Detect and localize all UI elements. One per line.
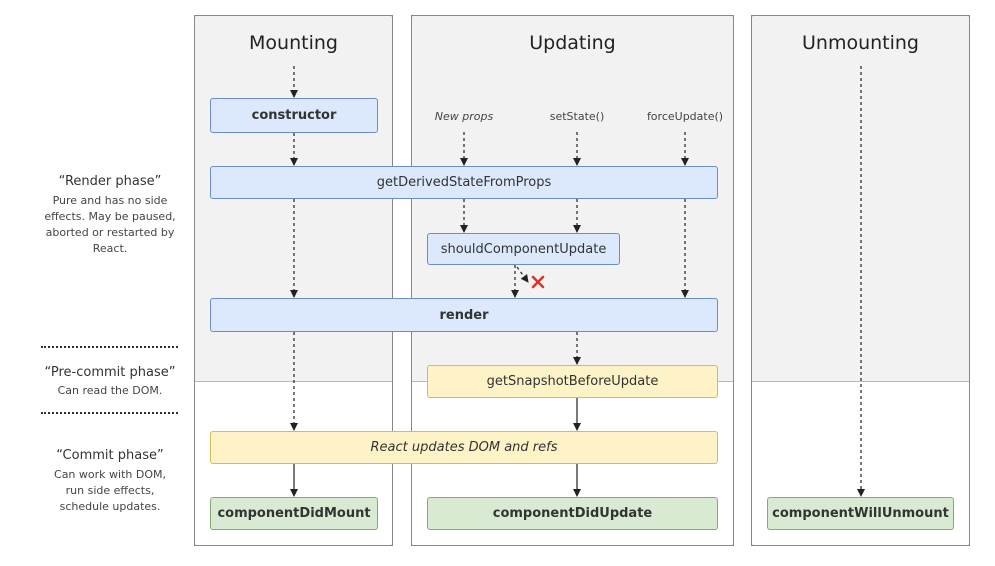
commit-phase-desc-line: run side effects, (65, 484, 155, 497)
render-phase-desc-line: Pure and has no side (52, 194, 168, 207)
precommit-commit-separator (41, 412, 178, 414)
should-component-update-node: shouldComponentUpdate (427, 233, 620, 265)
mounting-title: Mounting (249, 32, 338, 54)
unmounting-frame (751, 15, 970, 546)
commit-phase-label: “Commit phase” Can work with DOM, run si… (40, 448, 180, 515)
arrow-scu-cancel (516, 266, 529, 283)
constructor-node: constructor (210, 98, 378, 133)
updating-title: Updating (529, 32, 616, 54)
cancel-x-icon (531, 275, 545, 289)
precommit-phase-title: “Pre-commit phase” (44, 365, 176, 380)
mounting-frame (194, 15, 393, 546)
render-phase-label: “Render phase” Pure and has no side effe… (40, 174, 180, 257)
component-will-unmount-node: componentWillUnmount (767, 497, 954, 530)
component-did-mount-node: componentDidMount (210, 497, 378, 530)
react-updates-dom-node: React updates DOM and refs (210, 431, 718, 464)
render-phase-desc-line: effects. May be paused, (44, 210, 176, 223)
render-phase-title: “Render phase” (58, 174, 162, 189)
trigger-force-update: forceUpdate() (646, 110, 724, 123)
precommit-phase-desc-line: Can read the DOM. (57, 384, 163, 397)
updating-frame (411, 15, 734, 546)
commit-phase-desc-line: Can work with DOM, (54, 468, 166, 481)
render-precommit-separator (41, 346, 178, 348)
commit-phase-desc-line: schedule updates. (59, 500, 161, 513)
render-phase-desc-line: aborted or restarted by (45, 226, 175, 239)
unmounting-title: Unmounting (802, 32, 919, 54)
render-phase-desc-line: React. (92, 242, 128, 255)
commit-phase-title: “Commit phase” (56, 448, 164, 463)
unmounting-phase-divider (752, 381, 969, 382)
trigger-set-state: setState() (549, 110, 605, 123)
get-snapshot-node: getSnapshotBeforeUpdate (427, 365, 718, 398)
render-node: render (210, 298, 718, 332)
get-derived-state-node: getDerivedStateFromProps (210, 166, 718, 199)
precommit-phase-label: “Pre-commit phase” Can read the DOM. (40, 365, 180, 399)
component-did-update-node: componentDidUpdate (427, 497, 718, 530)
trigger-new-props: New props (434, 110, 494, 123)
